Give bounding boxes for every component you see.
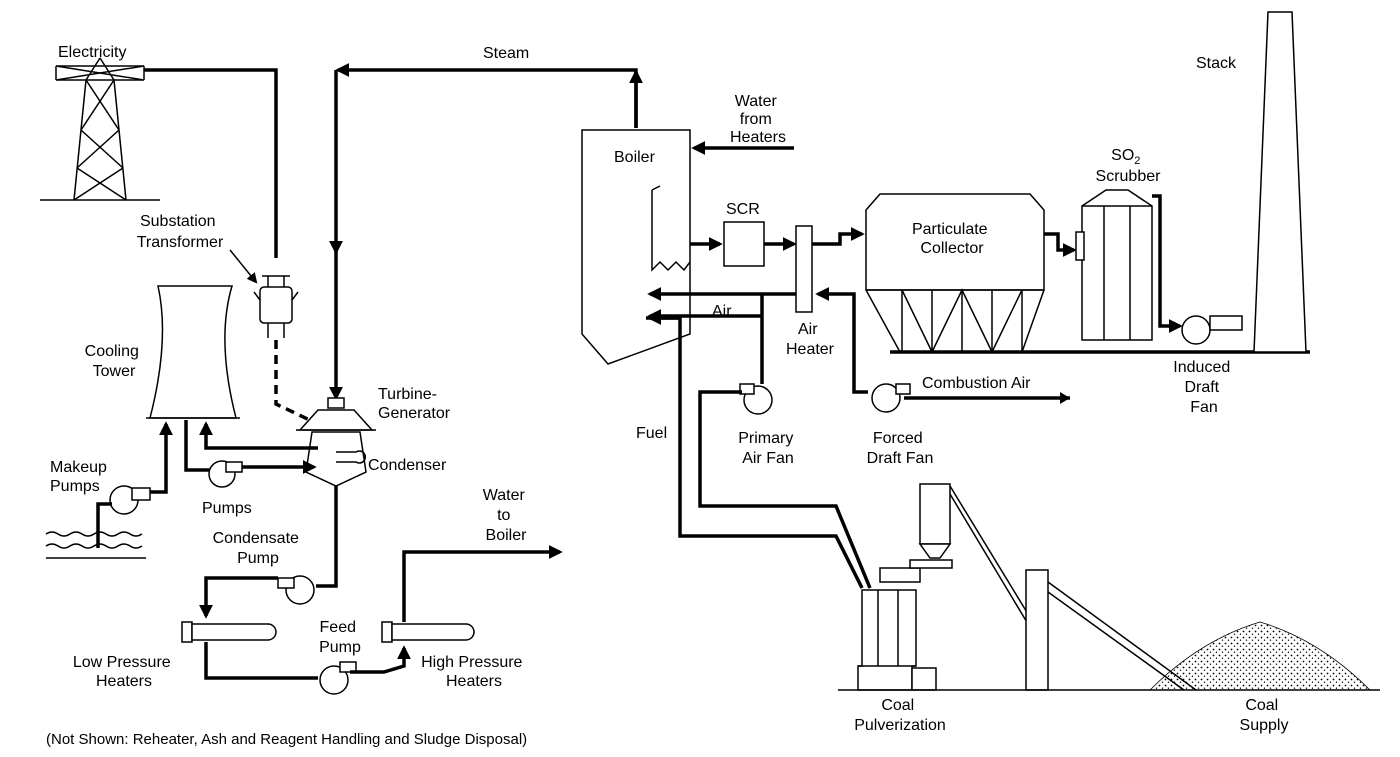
footnote: (Not Shown: Reheater, Ash and Reagent Ha…	[46, 731, 527, 748]
substation-transformer-label: Substation Transformer	[137, 213, 224, 251]
air-label: Air	[712, 303, 732, 320]
scr	[723, 221, 765, 267]
transformer-pointer	[229, 249, 258, 284]
turbine-generator-label: Turbine- Generator	[378, 386, 451, 422]
primary-air-to-pulverizer	[698, 500, 872, 589]
condenser-label: Condenser	[368, 457, 447, 474]
stack	[1253, 11, 1307, 353]
air-heater-label: Air Heater	[786, 321, 835, 358]
makeup-pump	[109, 485, 151, 515]
coal-pile	[1149, 621, 1371, 691]
cooling-supply-line	[184, 420, 212, 472]
stack-label: Stack	[1196, 55, 1237, 72]
cooling-return-line	[199, 421, 318, 450]
forced-draft-fan	[871, 383, 911, 413]
steam-label: Steam	[483, 45, 529, 62]
low-pressure-heaters-label: Low Pressure Heaters	[73, 654, 175, 690]
conveyor-tower	[1025, 569, 1049, 691]
high-pressure-heaters	[381, 621, 475, 643]
induced-draft-fan-label: Induced Draft Fan	[1173, 359, 1234, 416]
forced-draft-fan-label: Forced Draft Fan	[867, 430, 934, 467]
cooling-tower-label: Cooling Tower	[85, 343, 144, 380]
water-source	[45, 531, 146, 559]
condensate-line	[316, 486, 338, 588]
induced-draft-fan	[1181, 315, 1243, 345]
particulate-collector	[865, 193, 1045, 354]
combustion-air-label: Combustion Air	[922, 375, 1031, 392]
conveyor-upper-b	[949, 493, 1029, 625]
condensate-to-lp-line	[199, 576, 278, 619]
electricity-line	[144, 68, 278, 258]
primary-air-fan-label: Primary Air Fan	[738, 430, 798, 467]
primary-air-fan	[739, 383, 773, 415]
pumps-label: Pumps	[202, 500, 252, 517]
combustion-air-inlet	[1060, 392, 1070, 404]
makeup-pumps-label: Makeup Pumps	[50, 459, 111, 495]
air-heater	[795, 225, 813, 313]
circulation-pump	[208, 460, 243, 488]
transmission-tower	[40, 57, 160, 201]
water-to-boiler-line	[402, 545, 563, 622]
conveyor-lower-b	[1047, 591, 1185, 691]
condenser	[305, 431, 367, 487]
condensate-pump-label: Condensate Pump	[213, 530, 304, 567]
water-from-heaters-label: Water from Heaters	[730, 93, 786, 146]
boiler	[581, 129, 691, 365]
lp-to-feed-line	[204, 642, 318, 680]
water-to-boiler-label: Water to Boiler	[483, 487, 530, 544]
scr-label: SCR	[726, 201, 760, 218]
so2-scrubber-label: SO2 Scrubber	[1096, 147, 1162, 185]
makeup-suction-line	[96, 502, 112, 548]
steam-line	[335, 63, 638, 128]
condensate-pump	[277, 575, 315, 605]
coal-hopper	[909, 483, 953, 569]
conveyor-upper	[949, 485, 1029, 615]
low-pressure-heaters	[181, 621, 277, 643]
collector-to-scrubber	[1044, 232, 1077, 257]
boiler-label: Boiler	[614, 149, 656, 166]
cooling-tower	[146, 285, 240, 419]
particulate-collector-label: Particulate Collector	[912, 221, 992, 257]
feed-pump	[319, 661, 357, 695]
high-pressure-heaters-label: High Pressure Heaters	[421, 654, 527, 690]
generator-connection	[274, 340, 319, 426]
forced-draft-line	[815, 287, 868, 394]
feed-pump-label: Feed Pump	[319, 619, 361, 656]
coal-pulverizer	[857, 567, 937, 691]
primary-air-to-mill	[698, 390, 742, 500]
turbine-generator	[296, 397, 376, 431]
feed-to-hp-line	[350, 645, 411, 674]
makeup-discharge-line	[150, 421, 173, 494]
air-heater-to-collector	[812, 227, 865, 246]
electricity-label: Electricity	[58, 44, 126, 61]
scrubber-to-fan-line	[1152, 194, 1183, 333]
substation-transformer	[253, 275, 299, 338]
fuel-label: Fuel	[636, 425, 667, 442]
so2-scrubber	[1075, 189, 1153, 341]
coal-pulverization-label: Coal Pulverization	[854, 697, 946, 734]
coal-supply-label: Coal Supply	[1240, 697, 1289, 734]
